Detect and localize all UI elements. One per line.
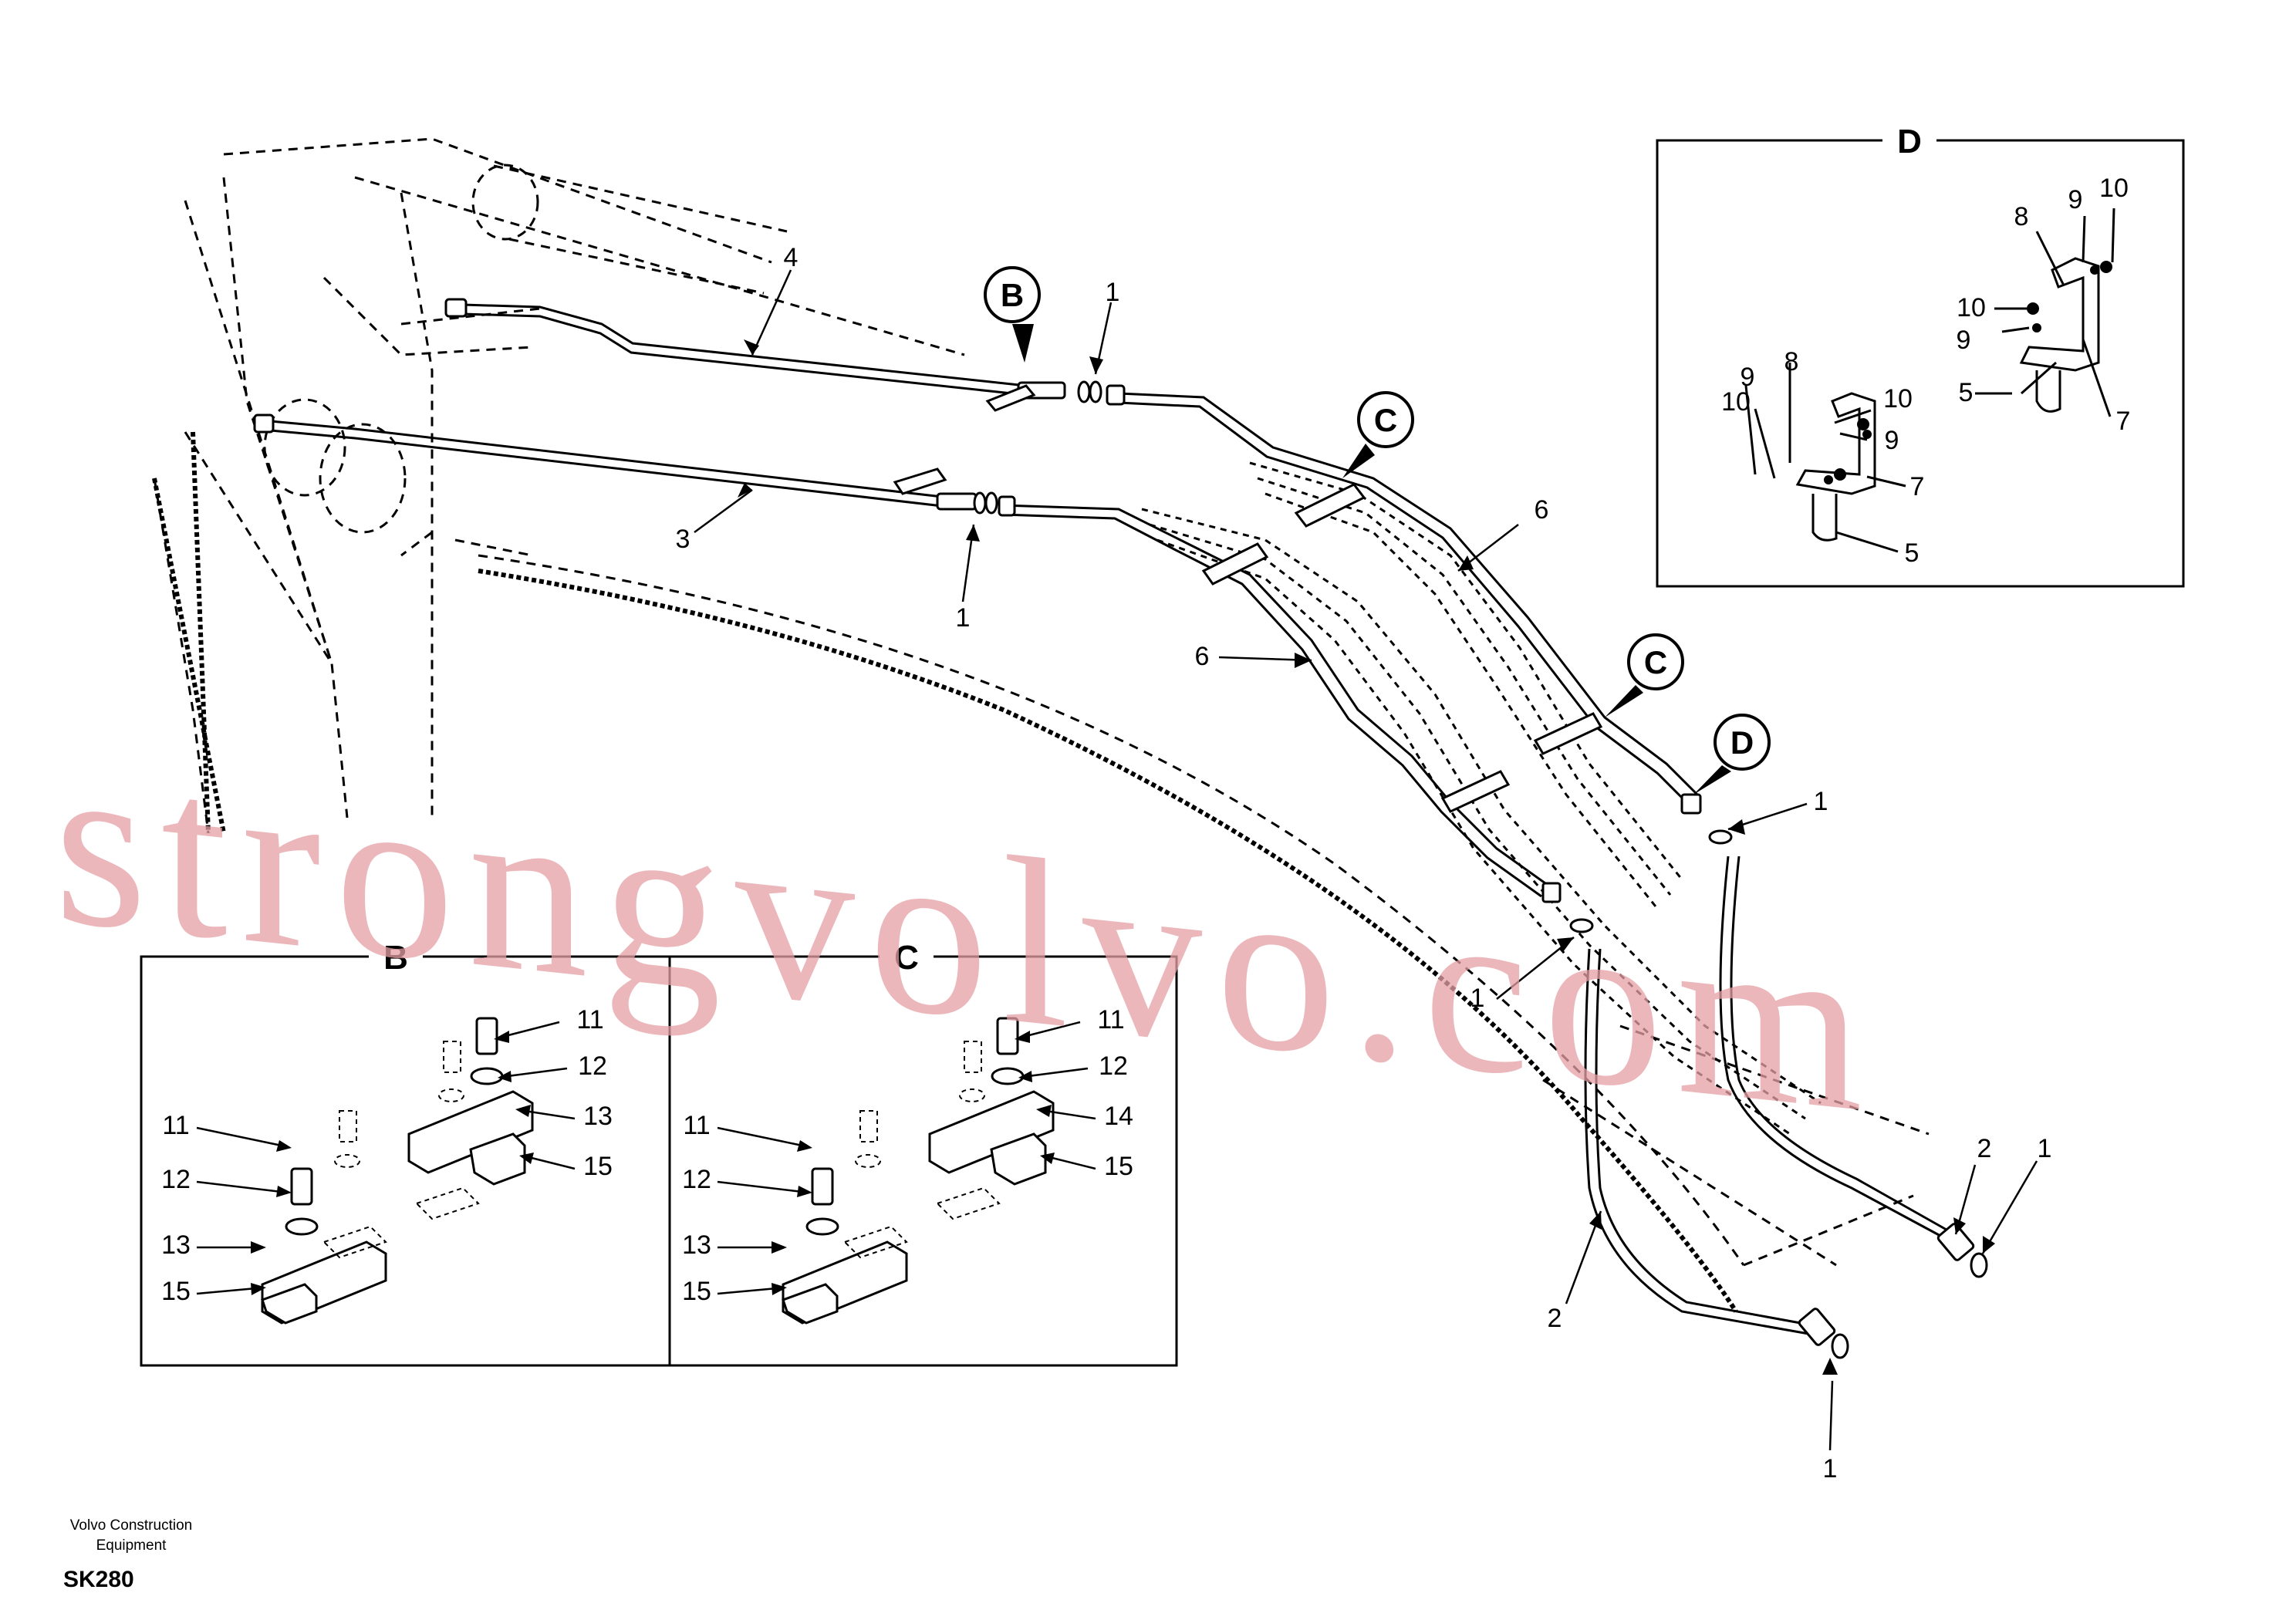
- inset-c-label-15a: 15: [1104, 1152, 1133, 1181]
- inset-b-label-12b: 12: [161, 1165, 191, 1194]
- inset-b-label-13b: 13: [161, 1230, 191, 1260]
- fitting-pipe3-end: [253, 413, 275, 434]
- inset-d-label-10d: 10: [1883, 384, 1913, 413]
- inset-d-label-7a: 7: [2116, 407, 2131, 436]
- inset-c-label-11a: 11: [1097, 1005, 1124, 1034]
- label-pipe-4: 4: [784, 243, 799, 272]
- inset-d-label-9c: 9: [1741, 363, 1755, 392]
- inset-b-label-15a: 15: [583, 1152, 613, 1181]
- boom-heavy-edge: [152, 431, 1738, 1313]
- inset-b-label-13a: 13: [583, 1102, 613, 1131]
- footer: Volvo Construction Equipment SK280: [31, 1516, 231, 1593]
- callout-c-lower: C: [1605, 633, 1684, 717]
- footer-model-code: SK280: [63, 1567, 134, 1592]
- footer-company-line2: Equipment: [96, 1537, 167, 1554]
- boom-cylinder: [263, 164, 788, 534]
- callout-b-label: B: [1001, 277, 1024, 313]
- label-pipe-3: 3: [676, 525, 690, 554]
- label-oring-1c: 1: [1814, 787, 1828, 816]
- inset-d-label-8a: 8: [2014, 202, 2029, 231]
- inset-d-title: D: [1897, 123, 1922, 160]
- callout-d-label: D: [1730, 724, 1754, 761]
- fitting-pipe4-end: [444, 298, 468, 318]
- inset-c-label-11b: 11: [683, 1111, 710, 1140]
- inset-c-label-12a: 12: [1099, 1051, 1128, 1081]
- label-oring-1a: 1: [1106, 278, 1120, 307]
- label-oring-1d: 1: [1470, 984, 1485, 1013]
- callout-c-upper: C: [1342, 391, 1414, 478]
- inset-c-label-14: 14: [1104, 1102, 1133, 1131]
- inset-b-label-11b: 11: [162, 1111, 189, 1140]
- inset-d-label-9a: 9: [2068, 185, 2083, 214]
- inset-d-label-8b: 8: [1784, 347, 1799, 376]
- label-oring-1f: 1: [2038, 1134, 2052, 1163]
- callout-b: B: [984, 266, 1041, 363]
- inset-d-label-10a: 10: [2099, 174, 2129, 203]
- footer-company-line1: Volvo Construction: [69, 1517, 193, 1534]
- inset-b-label-12a: 12: [578, 1051, 607, 1081]
- label-hose-6-lower: 6: [1195, 642, 1210, 671]
- inset-c-label-12b: 12: [682, 1165, 711, 1194]
- inset-c: C: [668, 939, 1178, 1367]
- label-oring-1e: 1: [1823, 1454, 1838, 1483]
- label-oring-1b: 1: [956, 603, 971, 633]
- main-arrowheads: [738, 339, 1995, 1375]
- inset-c-label-15b: 15: [682, 1277, 711, 1306]
- inset-c-title: C: [894, 939, 919, 977]
- inset-b-label-15b: 15: [161, 1277, 191, 1306]
- inset-d-label-7b: 7: [1910, 472, 1925, 501]
- boom-outline: [153, 137, 1930, 1267]
- watermark-text: strongvolvo.com: [54, 707, 1876, 1163]
- callout-c-upper-label: C: [1374, 402, 1397, 438]
- callout-d: D: [1693, 714, 1771, 795]
- inset-d-label-9b: 9: [1957, 326, 1971, 355]
- hose-clamps: [893, 384, 1603, 813]
- label-hose-2-right: 2: [1977, 1134, 1992, 1163]
- inset-c-label-13: 13: [682, 1230, 711, 1260]
- inset-d-label-9d: 9: [1885, 426, 1899, 455]
- inset-d: D: [1656, 123, 2185, 588]
- inset-d-label-10b: 10: [1957, 293, 1986, 322]
- main-leaders: [694, 269, 2038, 1451]
- inset-d-label-5b: 5: [1905, 538, 1920, 568]
- main-labels: 4 3 1 1 1 1 1 1 1 6 6 2 2 1: [676, 243, 2052, 1483]
- callout-c-lower-label: C: [1644, 644, 1667, 680]
- inset-d-label-10c: 10: [1721, 387, 1751, 417]
- label-hose-2-left: 2: [1548, 1304, 1562, 1333]
- pipes-hidden: [1141, 461, 1822, 1136]
- inset-b-label-11a: 11: [576, 1005, 603, 1034]
- inset-b-title: B: [383, 939, 408, 977]
- inset-d-label-5a: 5: [1959, 378, 1974, 407]
- label-hose-6-upper: 6: [1535, 495, 1549, 525]
